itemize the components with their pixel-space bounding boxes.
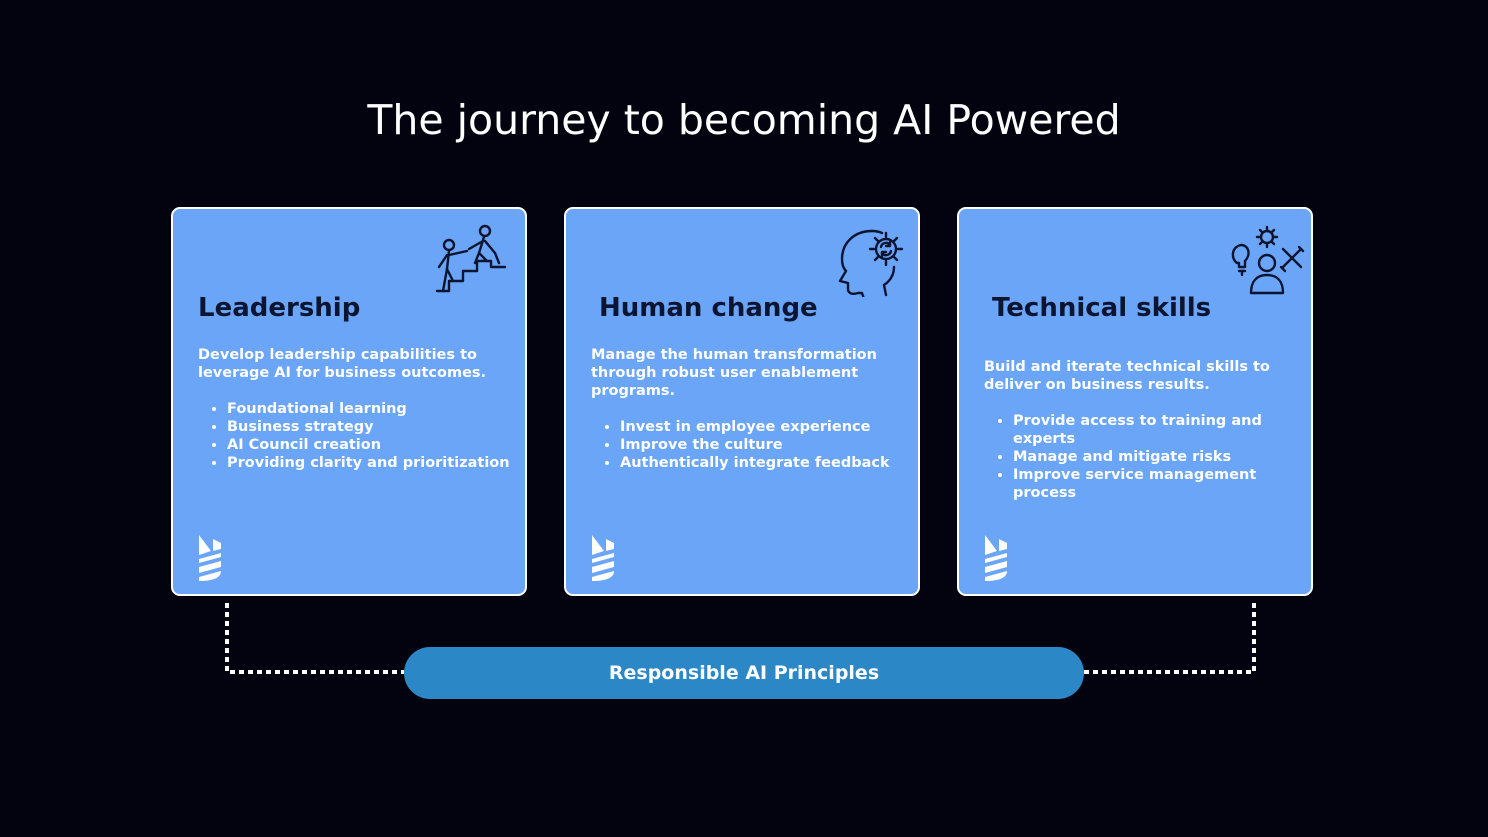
list-item: Foundational learning (227, 400, 525, 418)
bullet-list: Provide access to training and experts M… (985, 412, 1303, 502)
card-title: Leadership (198, 293, 361, 323)
card-human-change: Human change Manage the human transforma… (564, 207, 920, 596)
bullet-list: Foundational learning Business strategy … (199, 400, 525, 472)
brand-logo-icon (199, 535, 221, 581)
list-item: Improve the culture (620, 436, 918, 454)
card-leadership: Leadership Develop leadership capabiliti… (171, 207, 527, 596)
list-item: AI Council creation (227, 436, 525, 454)
card-title: Human change (599, 293, 818, 323)
card-technical-skills: Technical skills Build and iterate techn… (957, 207, 1313, 596)
list-item: Improve service management process (1013, 466, 1303, 502)
card-description: Develop leadership capabilities to lever… (198, 347, 487, 381)
list-item: Providing clarity and prioritization (227, 454, 525, 472)
head-gear-icon (838, 229, 904, 297)
list-item: Authentically integrate feedback (620, 454, 918, 472)
pill-label: Responsible AI Principles (608, 662, 880, 684)
page-title: The journey to becoming AI Powered (367, 96, 1121, 144)
person-tools-icon (1231, 225, 1305, 295)
climbing-stairs-help-icon (435, 224, 507, 293)
card-description: Build and iterate technical skills to de… (984, 359, 1270, 393)
responsible-ai-principles-bar: Responsible AI Principles (404, 647, 1084, 699)
list-item: Business strategy (227, 418, 525, 436)
brand-logo-icon (592, 535, 614, 581)
card-description: Manage the human transformation through … (591, 347, 877, 399)
list-item: Provide access to training and experts (1013, 412, 1303, 448)
list-item: Manage and mitigate risks (1013, 448, 1303, 466)
bullet-list: Invest in employee experience Improve th… (592, 418, 918, 472)
brand-logo-icon (985, 535, 1007, 581)
card-title: Technical skills (992, 293, 1212, 323)
list-item: Invest in employee experience (620, 418, 918, 436)
